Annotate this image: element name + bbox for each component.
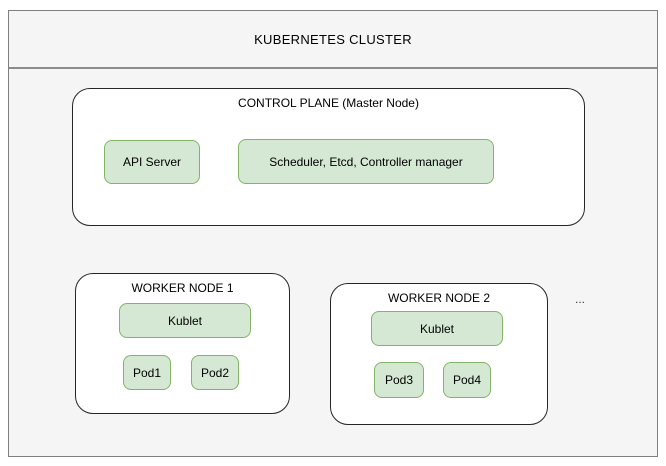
worker-node-2-box: WORKER NODE 2 Kublet Pod3 Pod4 [330,283,548,425]
worker-node-2-kubelet-box: Kublet [371,311,503,346]
api-server-box: API Server [104,140,200,184]
worker-node-1-pod2-box: Pod2 [191,355,239,390]
worker-node-1-title: WORKER NODE 1 [131,281,234,295]
worker-node-1-box: WORKER NODE 1 Kublet Pod1 Pod2 [75,273,290,414]
cluster-title-band: KUBERNETES CLUSTER [9,11,657,69]
kubernetes-cluster-frame: KUBERNETES CLUSTER CONTROL PLANE (Master… [8,10,658,457]
scheduler-etcd-controller-box: Scheduler, Etcd, Controller manager [238,139,494,184]
worker-node-2-pod4-box: Pod4 [443,362,491,398]
control-plane-box: CONTROL PLANE (Master Node) API Server S… [72,88,585,226]
cluster-title: KUBERNETES CLUSTER [254,31,412,47]
worker-node-2-title: WORKER NODE 2 [387,291,490,305]
worker-node-1-pod1-box: Pod1 [123,355,171,390]
more-worker-nodes-ellipsis: ... [575,292,586,306]
control-plane-title: CONTROL PLANE (Master Node) [238,96,419,110]
worker-node-1-kubelet-box: Kublet [119,303,251,338]
worker-node-2-pod3-box: Pod3 [374,362,424,398]
